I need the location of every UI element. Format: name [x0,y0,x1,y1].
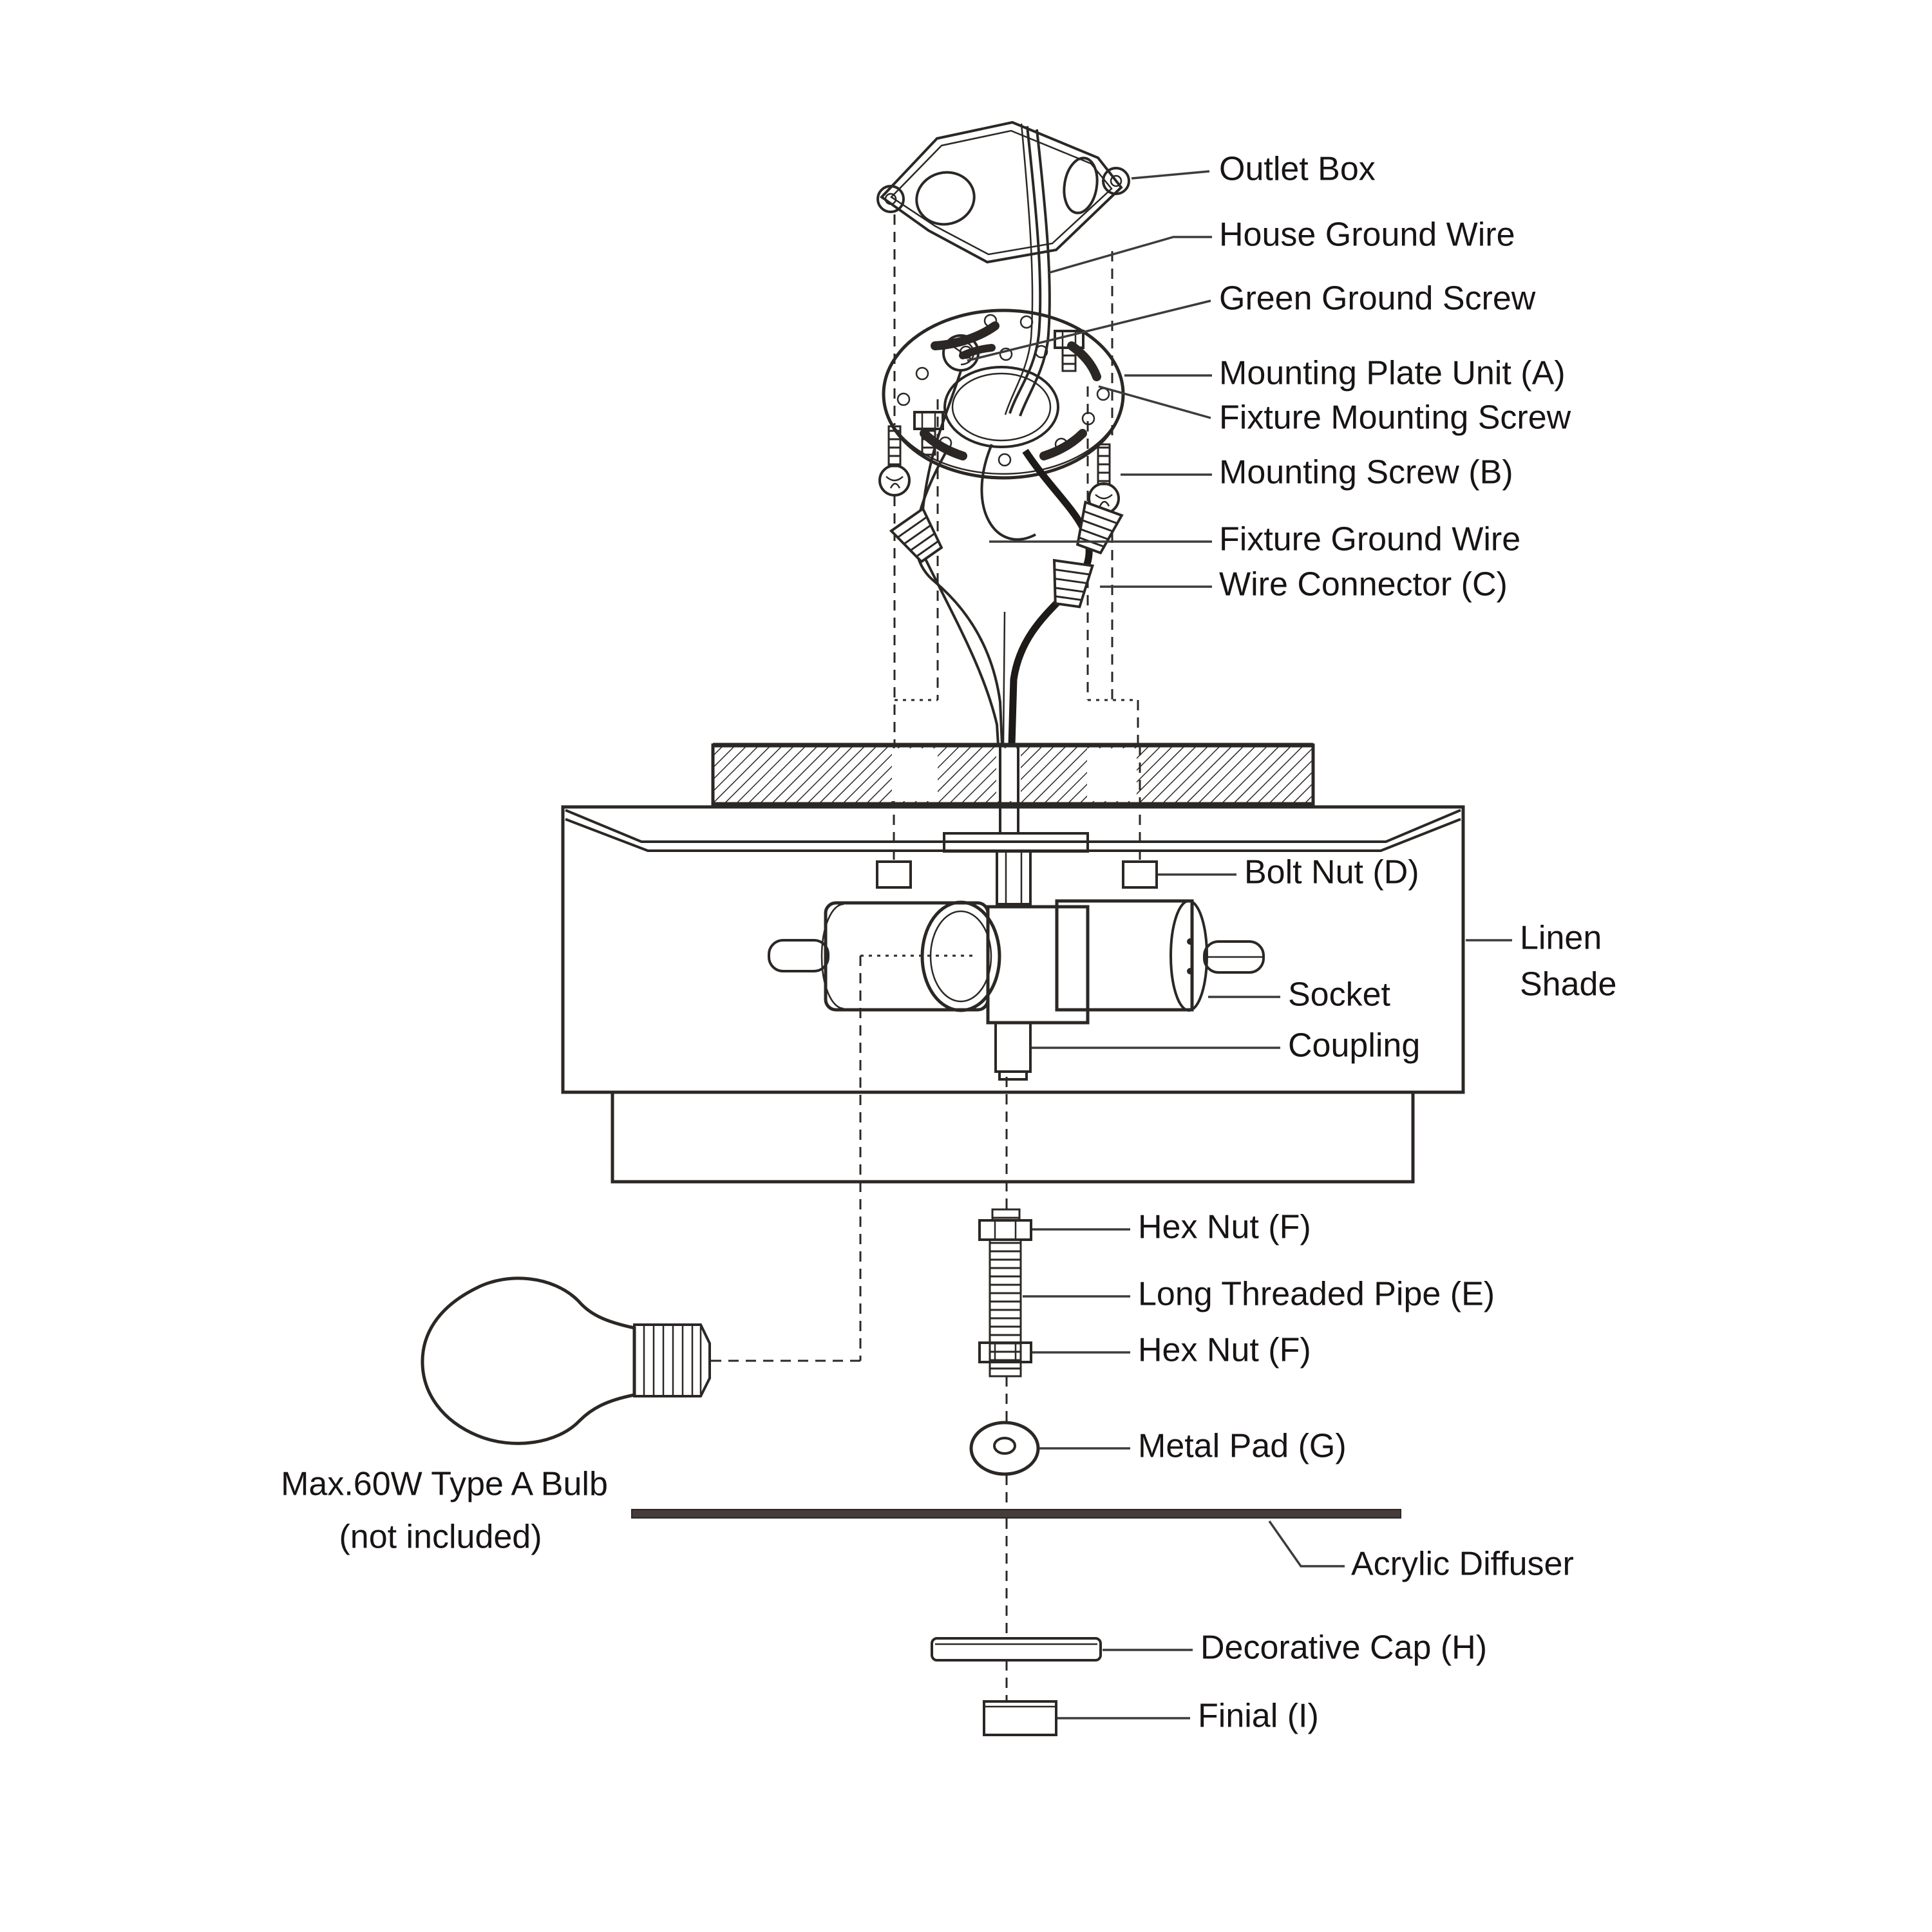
label-finial-i: Finial (I) [1198,1698,1319,1735]
bolt-nut-right [1122,860,1158,889]
label-metal-pad-g: Metal Pad (G) [1138,1428,1347,1465]
label-bulb-note-line1: Max.60W Type A Bulb [281,1466,608,1503]
leader-lines [967,170,1512,1719]
hex-nut-top-drawing [978,1219,1032,1241]
label-outlet-box: Outlet Box [1219,151,1376,188]
label-socket: Socket [1288,976,1391,1014]
bulb-screw-base [633,1323,711,1397]
label-bulb-note-line2: (not included) [339,1519,542,1556]
acrylic-diffuser-drawing [631,1509,1401,1519]
fixture-mounting-screw-bottom [913,411,944,456]
outlet-box-ear-left [876,185,905,213]
labels: Outlet Box House Ground Wire Green Groun… [281,151,1616,1735]
mounting-plate-drawing [882,308,1125,480]
label-decorative-cap-h: Decorative Cap (H) [1200,1629,1487,1667]
hex-nut-bottom-drawing [978,1341,1032,1363]
wire-connector-left [889,507,949,567]
label-house-ground-wire: House Ground Wire [1219,216,1515,254]
alignment-dashed-lines [711,214,1141,1701]
socket-assembly-drawing [768,745,1265,1081]
label-wire-connector-c: Wire Connector (C) [1219,566,1508,603]
label-mounting-screw-b: Mounting Screw (B) [1219,454,1513,491]
wire-connector-lower [1046,559,1094,609]
label-mounting-plate-unit: Mounting Plate Unit (A) [1219,355,1566,392]
label-green-ground-screw: Green Ground Screw [1219,280,1536,317]
outlet-box-ear-right [1102,167,1130,195]
fixture-wires [914,370,1093,746]
house-wire-1 [1009,126,1042,414]
label-fixture-ground-wire: Fixture Ground Wire [1219,521,1520,558]
coupling-drawing [994,1021,1032,1081]
green-ground-screw-drawing [942,334,980,372]
canopy-drawing [711,743,1315,806]
label-coupling: Coupling [1288,1027,1420,1065]
label-hex-nut-f-top: Hex Nut (F) [1138,1209,1311,1246]
label-fixture-mounting-screw: Fixture Mounting Screw [1219,399,1571,437]
bulb-drawing [421,1276,711,1445]
mounting-screw-b-right [1088,443,1120,515]
threaded-pipe-assembly [978,1208,1032,1378]
label-linen-shade-line2: Shade [1520,966,1616,1003]
label-long-threaded-pipe-e: Long Threaded Pipe (E) [1138,1276,1495,1313]
label-bolt-nut-d: Bolt Nut (D) [1244,854,1419,891]
label-acrylic-diffuser: Acrylic Diffuser [1351,1546,1574,1583]
label-linen-shade-line1: Linen [1520,920,1602,957]
finial-drawing [983,1700,1057,1736]
metal-pad-drawing [969,1421,1040,1476]
mounting-screw-b-left [878,425,911,497]
house-wire-2 [1019,129,1051,417]
decorative-cap-drawing [931,1637,1102,1662]
bolt-nut-left [876,860,912,889]
label-hex-nut-f-bottom: Hex Nut (F) [1138,1332,1311,1369]
